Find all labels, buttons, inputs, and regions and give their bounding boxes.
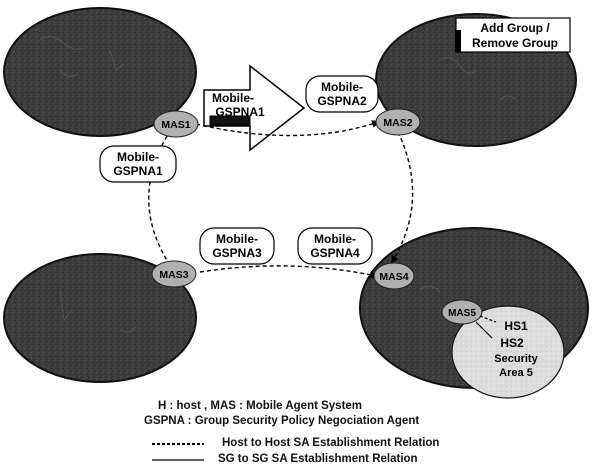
security-area-3	[3, 253, 197, 383]
mas1-node[interactable]	[153, 110, 199, 138]
migration-arrow	[203, 64, 306, 152]
area-texture	[39, 36, 517, 333]
mas5-label: MAS5	[448, 308, 476, 319]
relation-mas1-mas2	[195, 120, 380, 137]
relation-mas5-hs2	[475, 321, 493, 339]
add-remove-group-label-1: Add Group /	[480, 21, 550, 35]
relation-mas5-hs1	[479, 315, 497, 323]
gspna-bubble-1[interactable]: Mobile- GSPNA1	[99, 145, 177, 183]
gspna1-agent-label: Mobile-	[117, 150, 159, 164]
arrow-agent-label: Mobile-	[212, 91, 254, 105]
gspna2-agent-label: Mobile-	[321, 80, 363, 94]
relation-mas2-mas4	[390, 131, 414, 264]
gspna-bubble-4[interactable]: Mobile- GSPNA4	[297, 227, 373, 265]
gspna3-agent-label: Mobile-	[216, 232, 258, 246]
mas3-label: MAS3	[159, 269, 188, 281]
gspna4-agent-label: Mobile-	[314, 232, 356, 246]
mas2-node[interactable]	[375, 108, 421, 136]
gspna4-label: GSPNA4	[310, 246, 360, 260]
security-area-1	[3, 7, 197, 137]
security-area5-label-1: Security	[494, 353, 538, 365]
arrow-gspna-label: GSPNA1	[215, 105, 265, 119]
mas4-node[interactable]	[373, 262, 415, 290]
mas5-node[interactable]	[441, 299, 483, 325]
gspna3-label: GSPNA3	[212, 246, 262, 260]
gspna-bubble-3[interactable]: Mobile- GSPNA3	[199, 227, 275, 265]
gspna1-label: GSPNA1	[113, 164, 163, 178]
mas4-label: MAS4	[379, 271, 408, 283]
hs2-label: HS2	[500, 336, 524, 350]
mas1-label: MAS1	[161, 119, 190, 131]
add-remove-group-label-2: Remove Group	[472, 36, 558, 50]
gspna2-label: GSPNA2	[317, 94, 367, 108]
mas2-label: MAS2	[383, 117, 412, 129]
security-area-5	[451, 305, 565, 399]
gspna-bubble-2[interactable]: Mobile- GSPNA2	[305, 75, 379, 113]
relation-mas3-mas4	[199, 265, 378, 279]
hs1-label: HS1	[504, 319, 528, 333]
security-area5-label-2: Area 5	[499, 367, 533, 379]
mas3-node[interactable]	[151, 260, 197, 288]
